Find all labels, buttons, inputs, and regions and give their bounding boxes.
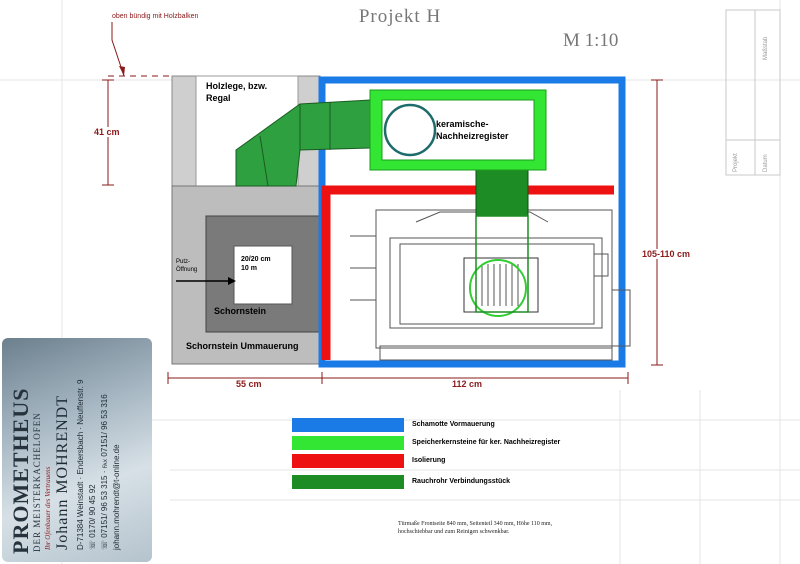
title-block-material: Maßstab bbox=[763, 36, 769, 60]
top-note: oben bündig mit Holzbalken bbox=[112, 13, 199, 20]
legend-label-red: Isolierung bbox=[412, 457, 446, 464]
card-brand: PROMETHEUS bbox=[8, 387, 33, 554]
legend-swatch-red bbox=[292, 454, 404, 468]
chimney-enclosure-label: Schornstein Ummauerung bbox=[186, 341, 299, 351]
card-address: D-71384 Weinstadt · Endersbach · Neuffen… bbox=[76, 379, 85, 550]
cleaning-opening-label: Putz-Öffnung bbox=[176, 259, 198, 273]
card-tagline: Ihr Ofenbauer des Vertrauens bbox=[44, 466, 52, 550]
page-title: Projekt H bbox=[358, 6, 442, 27]
legend-swatch-darkgreen bbox=[292, 475, 404, 489]
card-phone: ☏ 0170/ 90 45 92 bbox=[88, 484, 97, 550]
scale-label: M 1:10 bbox=[563, 30, 619, 51]
card-subtitle: DER MEISTERKACHELOFEN bbox=[32, 412, 42, 552]
title-block-project: Projekt bbox=[733, 153, 739, 172]
chimney-height-label: 10 m bbox=[241, 265, 257, 272]
legend-label-darkgreen: Rauchrohr Verbindungsstück bbox=[412, 478, 511, 485]
wood-storage-label: Holzlege, bzw. Regal bbox=[206, 81, 268, 103]
footnote-line-1: Türmaße Frontseite 840 mm, Seitenteil 34… bbox=[398, 521, 553, 527]
business-card: PROMETHEUS DER MEISTERKACHELOFEN Ihr Ofe… bbox=[2, 338, 152, 562]
title-block-date: Datum bbox=[763, 154, 769, 172]
note-leader bbox=[111, 22, 125, 77]
chimney-flue bbox=[233, 245, 293, 305]
chimney-label: Schornstein bbox=[214, 306, 267, 316]
smoke-pipe bbox=[235, 99, 529, 313]
chimney-size-label: 20/20 cm bbox=[241, 256, 271, 263]
legend-swatch-lightgreen bbox=[292, 436, 404, 450]
legend-label-lightgreen: Speicherkernsteine für ker. Nachheizregi… bbox=[412, 439, 561, 446]
card-email: johann.mohrendt@t-online.de bbox=[112, 444, 121, 550]
dim-41-label: 41 cm bbox=[92, 127, 122, 137]
legend-swatch-blue bbox=[292, 418, 404, 432]
dim-55-label: 55 cm bbox=[236, 379, 262, 389]
card-phone2: ☏ 07151/ 96 53 315 · ℻ 07151/ 96 53 316 bbox=[100, 394, 109, 550]
footnote: Türmaße Frontseite 840 mm, Seitenteil 34… bbox=[398, 520, 552, 536]
legend-label-blue: Schamotte Vormauerung bbox=[412, 421, 495, 428]
footnote-line-2: hochschiebbar und zum Reinigen schwenkba… bbox=[398, 529, 510, 535]
register-label: keramische-Nachheizregister bbox=[436, 119, 509, 141]
title-block bbox=[725, 9, 781, 176]
dim-105-line bbox=[651, 79, 663, 366]
business-card-content: PROMETHEUS DER MEISTERKACHELOFEN Ihr Ofe… bbox=[2, 338, 152, 562]
grate bbox=[463, 257, 539, 317]
dim-bottom-line bbox=[167, 372, 629, 384]
card-name: Johann MOHRENDT bbox=[54, 395, 71, 550]
dim-112-label: 112 cm bbox=[452, 379, 483, 389]
dim-105-label: 105-110 cm bbox=[640, 249, 693, 259]
